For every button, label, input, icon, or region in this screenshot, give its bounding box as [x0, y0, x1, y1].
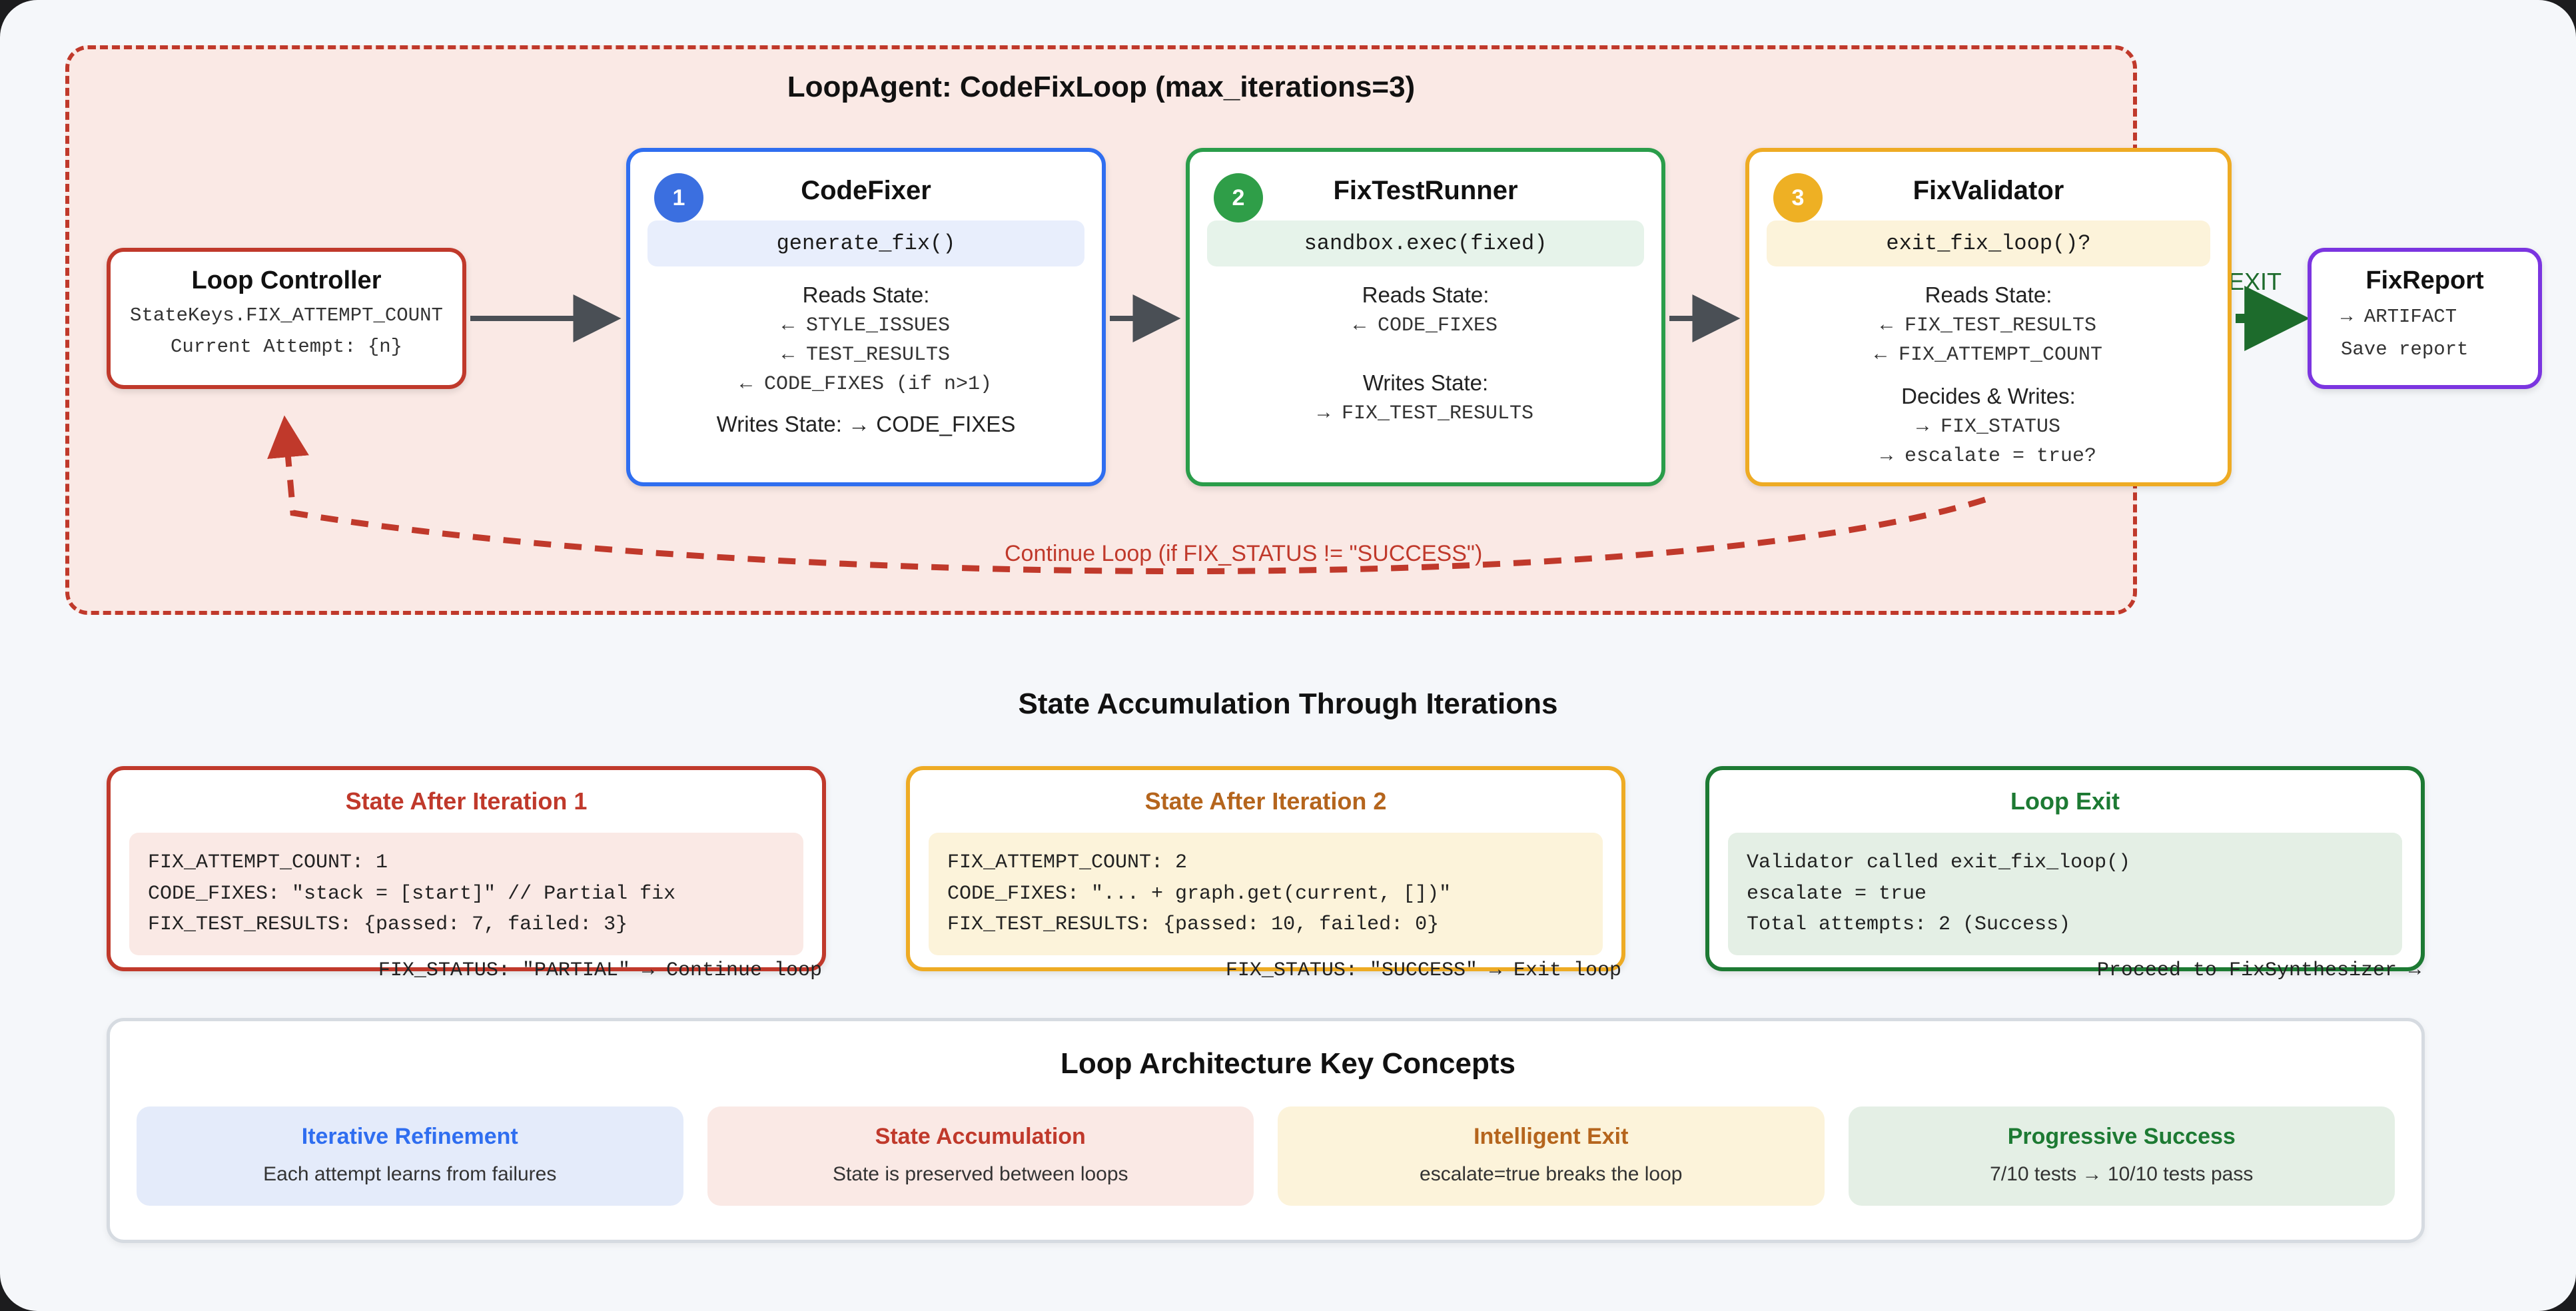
- state-3-body: Validator called exit_fix_loop() escalat…: [1728, 833, 2402, 955]
- fixtestrunner-write-0: → FIX_TEST_RESULTS: [1317, 402, 1534, 425]
- codefixer-method-chip: generate_fix(): [647, 220, 1084, 266]
- codefixer-reads-label: Reads State:: [802, 282, 930, 307]
- concept-state-accumulation: State Accumulation State is preserved be…: [707, 1106, 1254, 1206]
- node-loop-controller[interactable]: Loop Controller StateKeys.FIX_ATTEMPT_CO…: [107, 248, 466, 389]
- step-badge-2: 2: [1214, 173, 1263, 222]
- loop-agent-title: LoopAgent: CodeFixLoop (max_iterations=3…: [787, 71, 1416, 103]
- fixvalidator-write-0: → FIX_STATUS: [1916, 416, 2061, 438]
- state-card-iteration-1: State After Iteration 1 FIX_ATTEMPT_COUN…: [107, 766, 826, 982]
- concept-0-sub: Each attempt learns from failures: [263, 1163, 557, 1185]
- fixreport-save: Save report: [2341, 338, 2469, 360]
- concept-0-title: Iterative Refinement: [301, 1124, 518, 1149]
- key-concepts-row: Iterative Refinement Each attempt learns…: [137, 1106, 2395, 1206]
- fixvalidator-read-0: ← FIX_TEST_RESULTS: [1880, 314, 2097, 337]
- codefixer-read-2: ← CODE_FIXES (if n>1): [739, 373, 993, 396]
- fixreport-artifact: → ARTIFACT: [2341, 306, 2457, 328]
- codefixer-read-0: ← STYLE_ISSUES: [781, 314, 951, 337]
- node-fixreport[interactable]: FixReport → ARTIFACT Save report: [2308, 248, 2542, 389]
- state-section-heading: State Accumulation Through Iterations: [1018, 687, 1558, 720]
- node-fixvalidator[interactable]: 3 FixValidator exit_fix_loop()? Reads St…: [1745, 148, 2232, 486]
- state-2-line-1: CODE_FIXES: "... + graph.get(current, []…: [947, 882, 1452, 905]
- fixtestrunner-read-0: ← CODE_FIXES: [1353, 314, 1498, 337]
- state-2-body: FIX_ATTEMPT_COUNT: 2 CODE_FIXES: "... + …: [929, 833, 1603, 955]
- fixvalidator-title: FixValidator: [1913, 176, 2064, 205]
- fixvalidator-write-1: → escalate = true?: [1880, 445, 2097, 468]
- state-2-line-2: FIX_TEST_RESULTS: {passed: 10, failed: 0…: [947, 913, 1440, 936]
- fixvalidator-read-1: ← FIX_ATTEMPT_COUNT: [1874, 344, 2103, 366]
- state-1-line-1: CODE_FIXES: "stack = [start]" // Partial…: [148, 882, 676, 905]
- key-concepts-heading: Loop Architecture Key Concepts: [1061, 1047, 1515, 1080]
- concept-intelligent-exit: Intelligent Exit escalate=true breaks th…: [1278, 1106, 1825, 1206]
- state-1-footer: FIX_STATUS: "PARTIAL" → Continue loop: [378, 959, 822, 982]
- codefixer-title: CodeFixer: [801, 176, 931, 205]
- codefixer-read-1: ← TEST_RESULTS: [781, 344, 951, 366]
- loop-controller-title: Loop Controller: [191, 266, 382, 294]
- loop-controller-statekey: StateKeys.FIX_ATTEMPT_COUNT: [130, 304, 443, 326]
- step-badge-3: 3: [1773, 173, 1823, 222]
- state-1-body: FIX_ATTEMPT_COUNT: 1 CODE_FIXES: "stack …: [129, 833, 803, 955]
- state-3-line-0: Validator called exit_fix_loop(): [1747, 851, 2131, 874]
- concept-iterative-refinement: Iterative Refinement Each attempt learns…: [137, 1106, 683, 1206]
- state-1-line-0: FIX_ATTEMPT_COUNT: 1: [148, 851, 388, 874]
- state-2-line-0: FIX_ATTEMPT_COUNT: 2: [947, 851, 1188, 874]
- state-1-title: State After Iteration 1: [345, 787, 588, 815]
- state-3-title: Loop Exit: [2010, 787, 2120, 815]
- node-fixtestrunner[interactable]: 2 FixTestRunner sandbox.exec(fixed) Read…: [1186, 148, 1665, 486]
- fixreport-title: FixReport: [2365, 266, 2484, 294]
- node-codefixer[interactable]: 1 CodeFixer generate_fix() Reads State: …: [626, 148, 1106, 486]
- codefixer-writes-label: Writes State: → CODE_FIXES: [716, 412, 1016, 436]
- fixtestrunner-reads-label: Reads State:: [1362, 282, 1490, 307]
- continue-loop-label: Continue Loop (if FIX_STATUS != "SUCCESS…: [1005, 541, 1483, 566]
- fixvalidator-method-chip: exit_fix_loop()?: [1767, 220, 2210, 266]
- state-2-footer: FIX_STATUS: "SUCCESS" → Exit loop: [1225, 959, 1621, 982]
- key-concepts-panel: Iterative Refinement Each attempt learns…: [107, 1018, 2425, 1243]
- fixvalidator-reads-label: Reads State:: [1925, 282, 2052, 307]
- fixtestrunner-title: FixTestRunner: [1333, 176, 1518, 205]
- exit-label: EXIT: [2228, 268, 2282, 295]
- concept-3-sub: 7/10 tests → 10/10 tests pass: [1990, 1163, 2254, 1185]
- state-1-line-2: FIX_TEST_RESULTS: {passed: 7, failed: 3}: [148, 913, 628, 936]
- concept-1-sub: State is preserved between loops: [832, 1163, 1128, 1185]
- concept-2-sub: escalate=true breaks the loop: [1420, 1163, 1683, 1185]
- state-3-line-2: Total attempts: 2 (Success): [1747, 913, 2071, 936]
- concept-3-title: Progressive Success: [2007, 1124, 2236, 1149]
- loop-controller-attempt: Current Attempt: {n}: [170, 336, 403, 358]
- concept-1-title: State Accumulation: [875, 1124, 1086, 1149]
- fixtestrunner-writes-label: Writes State:: [1362, 370, 1489, 395]
- state-3-footer: Proceed to FixSynthesizer →: [2096, 959, 2421, 982]
- state-card-iteration-2: State After Iteration 2 FIX_ATTEMPT_COUN…: [906, 766, 1625, 982]
- fixvalidator-writes-label: Decides & Writes:: [1901, 384, 2076, 408]
- state-2-title: State After Iteration 2: [1144, 787, 1387, 815]
- state-3-line-1: escalate = true: [1747, 882, 1927, 905]
- state-card-loop-exit: Loop Exit Validator called exit_fix_loop…: [1705, 766, 2425, 982]
- concept-2-title: Intelligent Exit: [1474, 1124, 1629, 1149]
- step-badge-1: 1: [654, 173, 703, 222]
- fixtestrunner-method-chip: sandbox.exec(fixed): [1207, 220, 1644, 266]
- concept-progressive-success: Progressive Success 7/10 tests → 10/10 t…: [1848, 1106, 2395, 1206]
